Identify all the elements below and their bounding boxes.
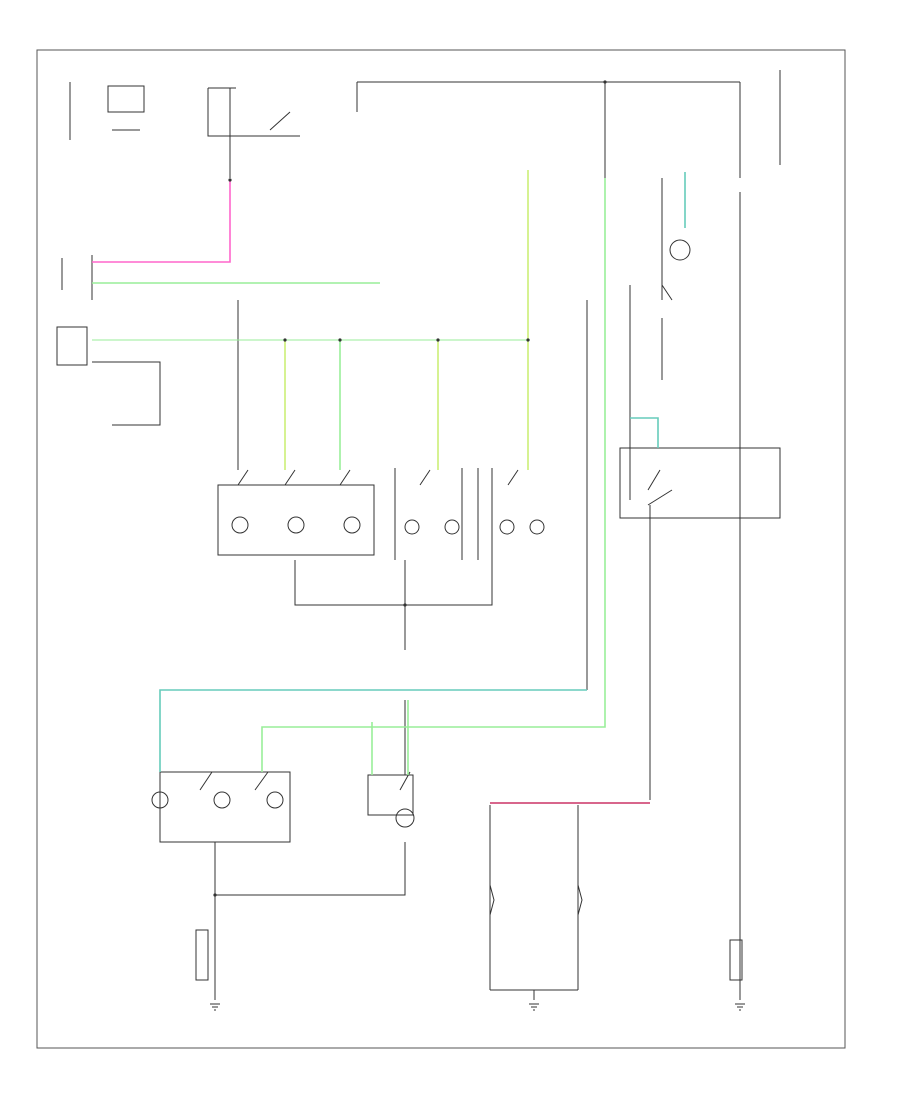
bulb-icon bbox=[266, 791, 284, 809]
bulb-icon bbox=[444, 519, 460, 535]
ground-symbol-right bbox=[735, 1003, 745, 1011]
lower-center-right-coils bbox=[489, 884, 583, 916]
lower-center-right-frame bbox=[489, 805, 579, 991]
bulb-icon bbox=[151, 791, 169, 809]
bulb-icon bbox=[529, 519, 545, 535]
wire-pink bbox=[92, 180, 231, 263]
bulb-icon bbox=[287, 516, 305, 534]
bulb-icon bbox=[231, 516, 249, 534]
lower-left-ground-drop bbox=[214, 842, 406, 1000]
ground-symbol-left bbox=[210, 1003, 220, 1011]
wire-light-green-center bbox=[371, 700, 409, 775]
wire-teal-lower bbox=[159, 689, 587, 772]
right-relay-contacts bbox=[647, 469, 673, 506]
junction-node bbox=[436, 338, 440, 342]
switch-group-lower-left bbox=[159, 771, 291, 843]
bulb-icon bbox=[343, 516, 361, 534]
switch-group-center bbox=[217, 484, 375, 556]
junction-node bbox=[283, 338, 287, 342]
lower-left-connector bbox=[195, 929, 209, 981]
junction-node bbox=[526, 338, 530, 342]
ground-symbol-center bbox=[529, 1003, 539, 1011]
junction-node bbox=[228, 178, 232, 182]
relay-box bbox=[107, 85, 145, 113]
switch-group-center-rails bbox=[394, 468, 493, 560]
switch-contacts-lower-left bbox=[199, 771, 269, 791]
center-ground-collector bbox=[294, 560, 493, 606]
module-ground-wire bbox=[92, 361, 161, 426]
switch-block-frame bbox=[207, 87, 300, 137]
left-connector-stub bbox=[61, 255, 93, 300]
wire-teal-relay bbox=[630, 417, 659, 448]
bulb-icon bbox=[395, 808, 415, 828]
junction-node bbox=[603, 80, 607, 84]
wire-light-green-long bbox=[261, 178, 606, 772]
junction-node bbox=[338, 338, 342, 342]
right-relay-box bbox=[619, 447, 781, 519]
junction-node bbox=[213, 893, 217, 897]
relay-box-lower-center bbox=[367, 774, 414, 816]
lower-right-connector bbox=[729, 939, 743, 981]
switch-contacts-center bbox=[237, 469, 519, 486]
module-box bbox=[56, 326, 88, 366]
diagram-border bbox=[36, 49, 846, 1049]
bulb-icon bbox=[213, 791, 231, 809]
junction-node bbox=[403, 603, 407, 607]
bulb-icon bbox=[499, 519, 515, 535]
switch-contact bbox=[269, 111, 291, 131]
right-relay-upper bbox=[661, 178, 673, 301]
bulb-icon bbox=[404, 519, 420, 535]
relay-coil-icon bbox=[669, 239, 691, 261]
